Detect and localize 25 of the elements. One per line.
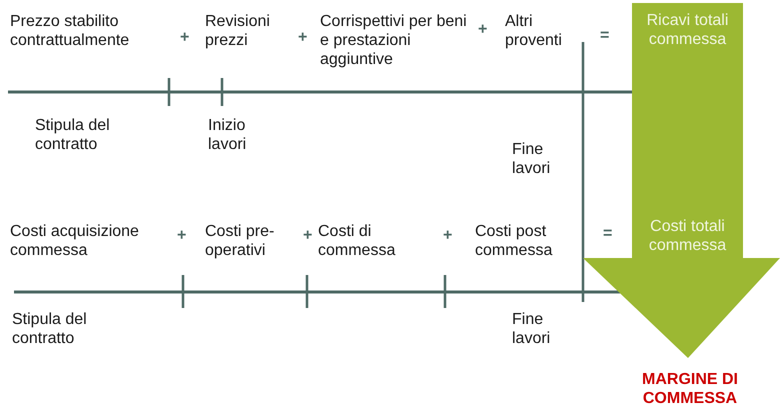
operator-sign: + — [298, 28, 308, 47]
timeline-label: Costi post commessa — [475, 222, 554, 260]
timeline-label: Altri proventi — [505, 12, 563, 50]
timeline-label: Fine lavori — [512, 140, 552, 178]
operator-sign: + — [443, 226, 452, 245]
operator-sign: + — [177, 226, 186, 245]
timeline-label: Costi di commessa — [318, 222, 396, 260]
timeline-label: Stipula del contratto — [12, 310, 88, 348]
timeline-label: Costi pre- operativi — [205, 222, 276, 260]
down-arrow-shape — [583, 3, 780, 358]
operator-sign: + — [303, 226, 312, 245]
operator-sign: = — [600, 26, 610, 45]
timeline-label: Prezzo stabilito contrattualmente — [10, 12, 130, 50]
timeline-label: Stipula del contratto — [35, 116, 111, 154]
timeline-label: Revisioni prezzi — [205, 12, 271, 50]
margin-label: MARGINE DI COMMESSA — [641, 370, 739, 408]
timeline-label: Costi acquisizione commessa — [10, 222, 140, 260]
operator-sign: + — [478, 20, 488, 39]
total-label: Costi totali commessa — [648, 217, 728, 255]
timeline-label: Inizio lavori — [208, 116, 248, 154]
timeline-label: Corrispettivi per beni e prestazioni aggiuntive — [320, 12, 468, 69]
operator-sign: = — [603, 224, 612, 243]
operator-sign: + — [180, 28, 190, 47]
total-label: Ricavi totali commessa — [646, 11, 730, 49]
timeline-label: Fine lavori — [512, 310, 552, 348]
